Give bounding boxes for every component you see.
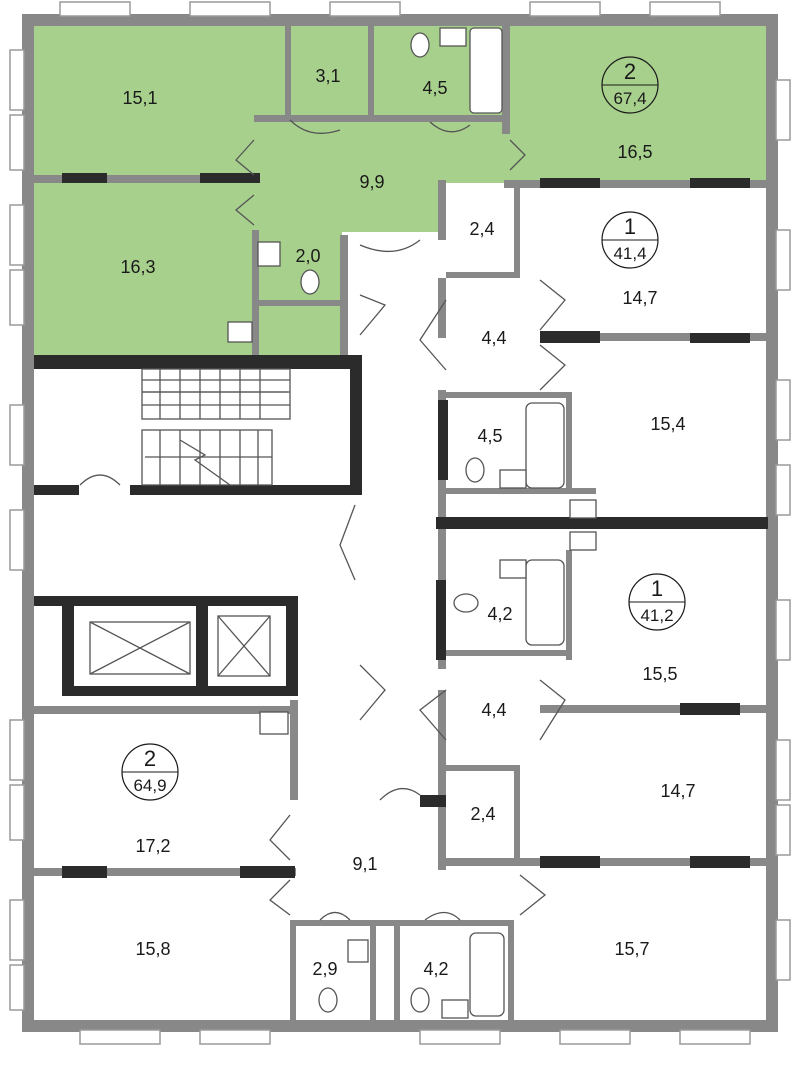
room-area-label: 14,7	[622, 288, 657, 308]
room-area-label: 4,5	[477, 426, 502, 446]
staircase-icon	[141, 368, 291, 486]
room-area-label: 9,1	[352, 854, 377, 874]
outer-walls	[22, 14, 778, 1032]
toilet-icon	[300, 32, 485, 1013]
room-area-label: 16,3	[120, 257, 155, 277]
room-area-label: 4,2	[487, 604, 512, 624]
room-area-label: 15,8	[135, 939, 170, 959]
room-area-label: 15,5	[642, 664, 677, 684]
apartment-rooms: 1	[651, 576, 663, 601]
apartment-area: 67,4	[613, 89, 646, 108]
windows	[9, 1, 791, 1045]
room-area-label: 15,7	[614, 939, 649, 959]
bathtub-icon	[469, 27, 565, 1017]
highlighted-apartment[interactable]	[34, 24, 768, 355]
room-labels: 15,1 3,1 4,5 16,5 9,9 16,3 2,0 2,4 14,7 …	[120, 66, 695, 979]
room-area-label: 4,2	[423, 959, 448, 979]
sink-icon	[227, 27, 597, 1019]
room-area-label: 9,9	[359, 172, 384, 192]
apartment-badge[interactable]: 2 64,9	[121, 743, 179, 801]
apartment-badge[interactable]: 2 67,4	[601, 56, 659, 114]
room-area-label: 16,5	[617, 142, 652, 162]
apartment-badge[interactable]: 1 41,4	[601, 211, 659, 269]
apartment-rooms: 2	[624, 59, 636, 84]
room-area-label: 15,4	[650, 414, 685, 434]
room-area-label: 2,4	[470, 804, 495, 824]
interior-walls	[34, 24, 768, 1020]
apartment-badge[interactable]: 1 41,2	[628, 573, 686, 631]
room-area-label: 2,4	[469, 219, 494, 239]
highlighted-apartment-area	[34, 24, 768, 355]
apartment-area: 64,9	[133, 776, 166, 795]
room-area-label: 4,5	[422, 78, 447, 98]
apartment-rooms: 1	[624, 214, 636, 239]
apartment-area: 41,2	[640, 606, 673, 625]
door-swing-icon	[79, 119, 566, 921]
room-area-label: 2,9	[312, 959, 337, 979]
room-area-label: 17,2	[135, 836, 170, 856]
room-area-label: 14,7	[660, 781, 695, 801]
apartment-rooms: 2	[144, 746, 156, 771]
room-area-label: 3,1	[315, 66, 340, 86]
room-area-label: 4,4	[481, 700, 506, 720]
room-area-label: 2,0	[295, 246, 320, 266]
room-area-label: 4,4	[481, 328, 506, 348]
apartment-area: 41,4	[613, 244, 646, 263]
elevator-icon	[89, 615, 271, 677]
room-area-label: 15,1	[122, 88, 157, 108]
